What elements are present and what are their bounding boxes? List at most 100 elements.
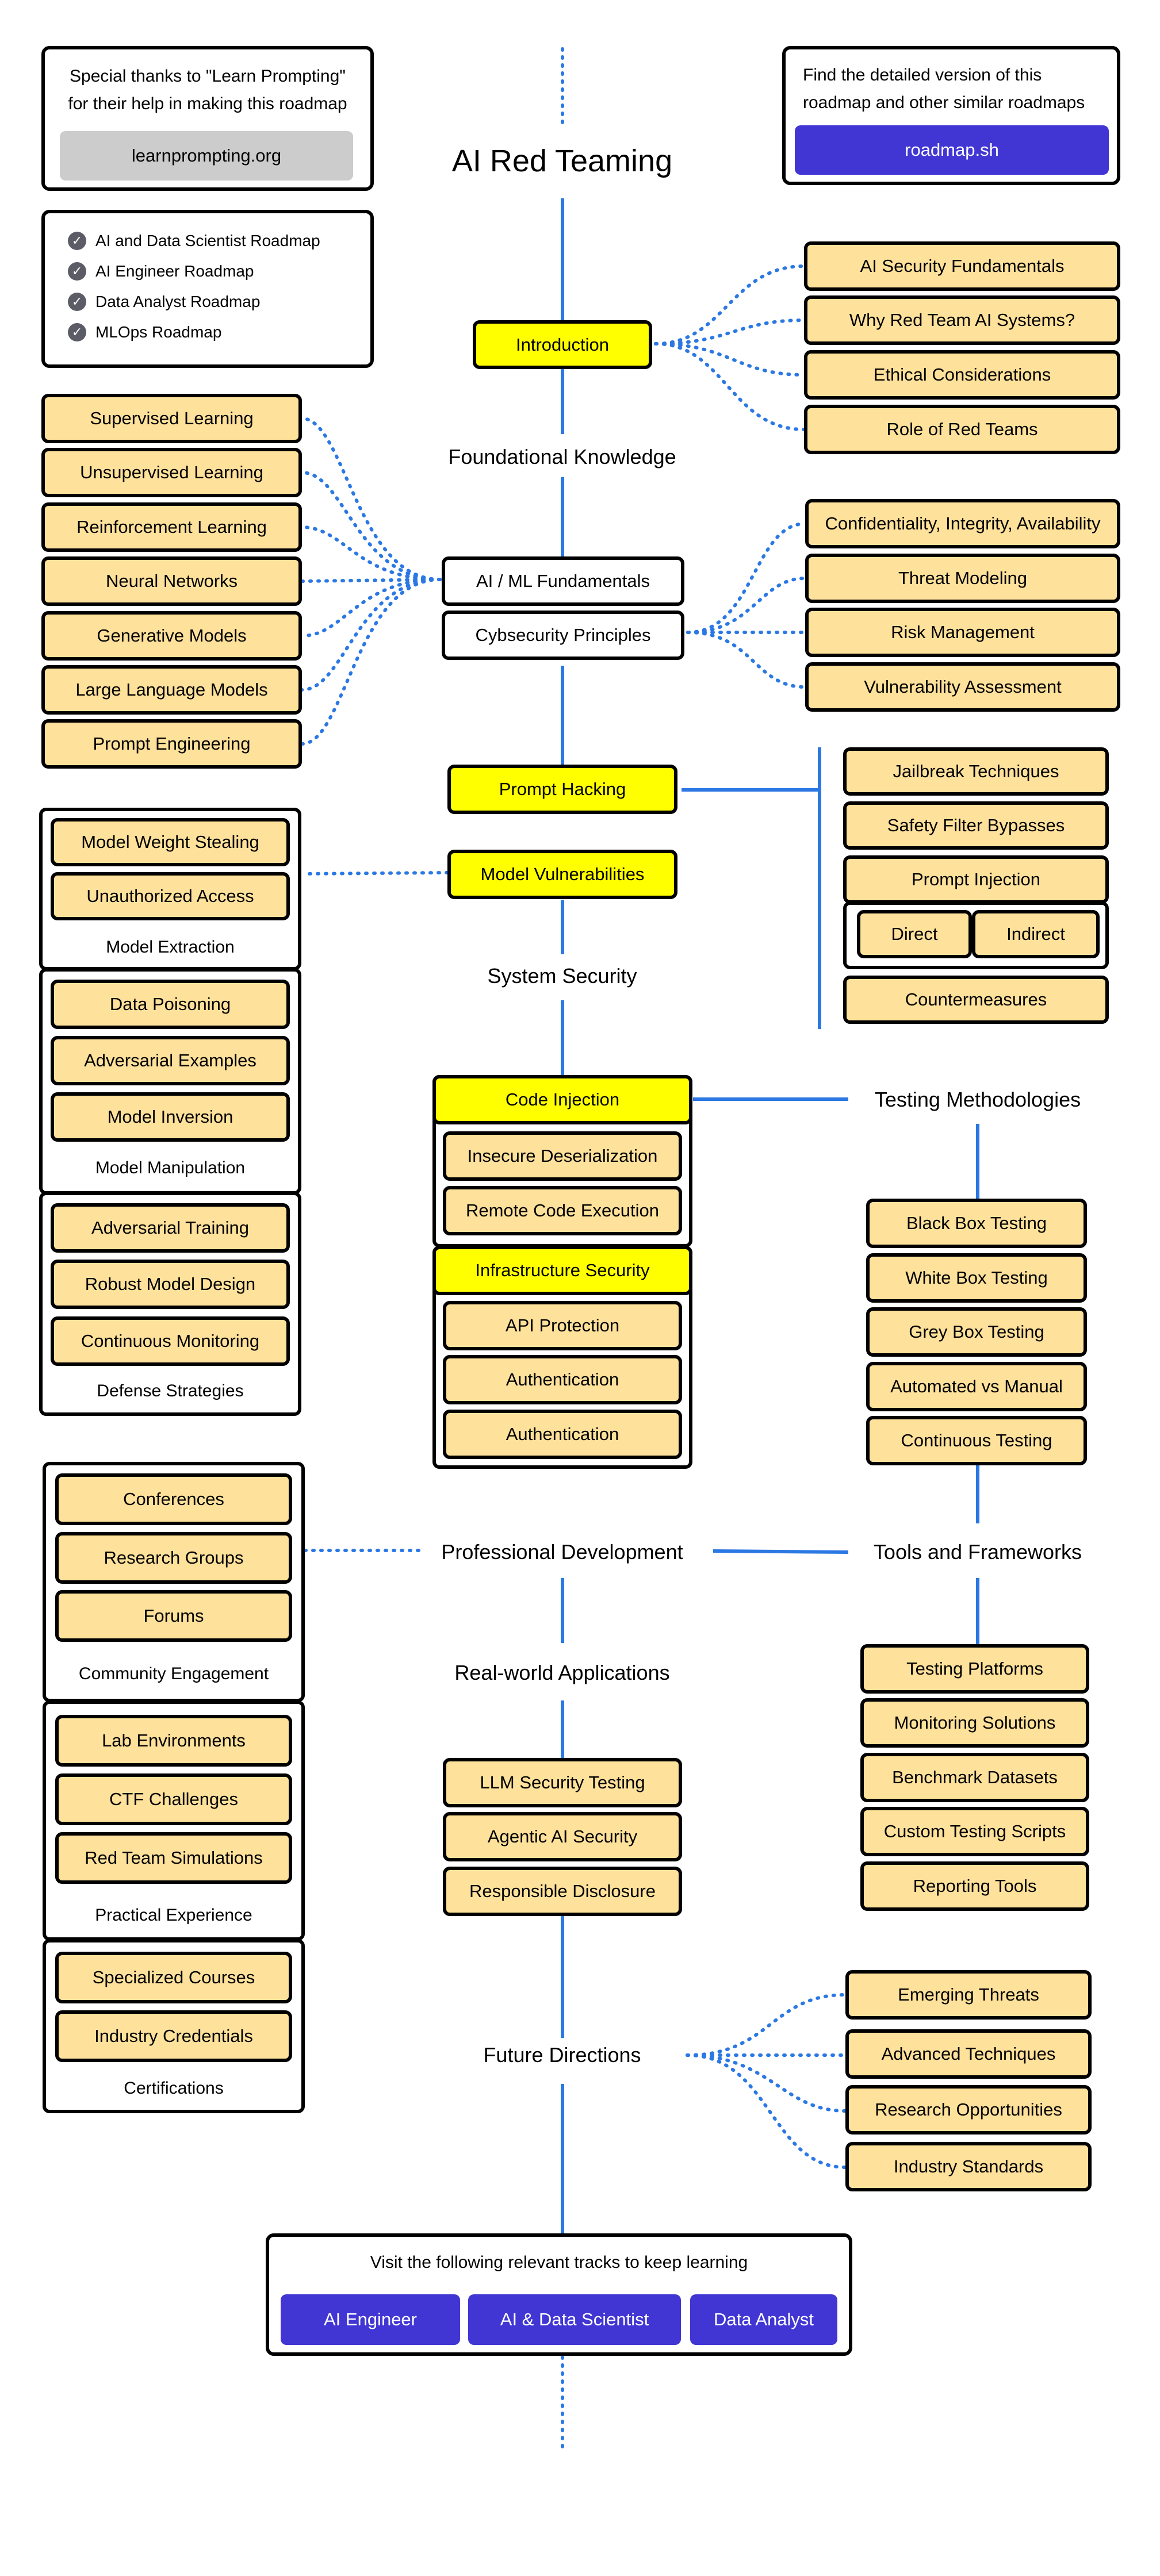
community-item[interactable]: Forums (55, 1590, 292, 1642)
tools-item[interactable]: Custom Testing Scripts (860, 1807, 1089, 1856)
cyber-item[interactable]: Risk Management (805, 608, 1120, 657)
topic-cybersecurity-principles[interactable]: Cybsecurity Principles (442, 611, 684, 660)
tools-item[interactable]: Monitoring Solutions (860, 1698, 1089, 1748)
prompt-injection-indirect[interactable]: Indirect (972, 910, 1100, 958)
track-ai-engineer-button[interactable]: AI Engineer (281, 2294, 460, 2345)
defense-strategies-group (39, 1192, 301, 1416)
related-roadmap-item[interactable]: ✓AI Engineer Roadmap (68, 262, 254, 281)
tools-item[interactable]: Reporting Tools (860, 1861, 1089, 1911)
ml-item[interactable]: Prompt Engineering (41, 719, 302, 769)
intro-item[interactable]: Why Red Team AI Systems? (804, 295, 1120, 345)
track-data-analyst-button[interactable]: Data Analyst (690, 2294, 837, 2345)
cyber-item[interactable]: Threat Modeling (805, 554, 1120, 603)
prompt-hacking-item[interactable]: Safety Filter Bypasses (843, 801, 1109, 850)
ml-item[interactable]: Neural Networks (41, 556, 302, 606)
node-label: AI / ML Fundamentals (476, 571, 650, 592)
cyber-item[interactable]: Vulnerability Assessment (805, 662, 1120, 712)
footer-box: Visit the following relevant tracks to k… (266, 2233, 852, 2356)
topic-infrastructure-security[interactable]: Infrastructure Security (432, 1246, 692, 1295)
future-item[interactable]: Advanced Techniques (845, 2029, 1092, 2079)
node-label: Unsupervised Learning (80, 462, 263, 483)
model-manipulation-item[interactable]: Adversarial Examples (51, 1036, 290, 1085)
related-roadmap-item[interactable]: ✓AI and Data Scientist Roadmap (68, 232, 320, 250)
prompt-injection-direct[interactable]: Direct (857, 910, 972, 958)
topic-code-injection[interactable]: Code Injection (432, 1075, 692, 1124)
future-item[interactable]: Emerging Threats (845, 1970, 1092, 2020)
practical-item[interactable]: Red Team Simulations (55, 1832, 292, 1884)
infra-item[interactable]: API Protection (443, 1301, 682, 1350)
node-label: Grey Box Testing (909, 1322, 1044, 1342)
thanks-text-line2: for their help in making this roadmap (68, 94, 347, 113)
practical-item[interactable]: Lab Environments (55, 1715, 292, 1767)
node-label: Adversarial Training (91, 1218, 249, 1238)
model-manipulation-item[interactable]: Data Poisoning (51, 980, 290, 1029)
roadmap-sh-button[interactable]: roadmap.sh (795, 125, 1109, 175)
testing-item[interactable]: White Box Testing (866, 1253, 1087, 1303)
ml-item[interactable]: Reinforcement Learning (41, 502, 302, 552)
node-label: Reinforcement Learning (76, 517, 267, 538)
node-label: AI Security Fundamentals (860, 256, 1065, 277)
code-injection-item[interactable]: Insecure Deserialization (443, 1131, 682, 1181)
intro-item[interactable]: Ethical Considerations (804, 350, 1120, 400)
prompt-injection[interactable]: Prompt Injection (843, 855, 1109, 904)
topic-prompt-hacking[interactable]: Prompt Hacking (447, 765, 677, 814)
model-extraction-item[interactable]: Model Weight Stealing (51, 818, 290, 866)
model-extraction-item[interactable]: Unauthorized Access (51, 872, 290, 920)
learnprompting-button[interactable]: learnprompting.org (60, 131, 353, 181)
code-injection-item[interactable]: Remote Code Execution (443, 1186, 682, 1235)
intro-item[interactable]: Role of Red Teams (804, 405, 1120, 454)
ml-item[interactable]: Generative Models (41, 611, 302, 661)
prompt-hacking-item[interactable]: Countermeasures (843, 976, 1109, 1024)
defense-strategy-item[interactable]: Robust Model Design (51, 1260, 290, 1309)
related-roadmap-item[interactable]: ✓MLOps Roadmap (68, 323, 221, 341)
testing-item[interactable]: Continuous Testing (866, 1416, 1087, 1465)
topic-ai-ml-fundamentals[interactable]: AI / ML Fundamentals (442, 556, 684, 606)
practical-item[interactable]: CTF Challenges (55, 1773, 292, 1825)
section-foundational-knowledge: Foundational Knowledge (448, 445, 676, 469)
node-label: Industry Credentials (94, 2026, 253, 2047)
related-roadmap-label: Data Analyst Roadmap (95, 293, 261, 310)
node-label: Red Team Simulations (85, 1848, 263, 1868)
ml-item[interactable]: Large Language Models (41, 665, 302, 715)
community-item[interactable]: Conferences (55, 1473, 292, 1525)
tools-item[interactable]: Testing Platforms (860, 1644, 1089, 1694)
section-real-world-applications: Real-world Applications (454, 1661, 670, 1684)
infra-item[interactable]: Authentication (443, 1410, 682, 1459)
model-extraction-label: Model Extraction (106, 938, 235, 957)
certifications-group (43, 1939, 305, 2113)
testing-item[interactable]: Grey Box Testing (866, 1307, 1087, 1357)
realworld-item[interactable]: Agentic AI Security (443, 1812, 682, 1861)
testing-item[interactable]: Black Box Testing (866, 1199, 1087, 1248)
node-label: Continuous Testing (901, 1430, 1052, 1451)
tools-item[interactable]: Benchmark Datasets (860, 1753, 1089, 1802)
model-manipulation-item[interactable]: Model Inversion (51, 1092, 290, 1142)
ml-item[interactable]: Unsupervised Learning (41, 448, 302, 497)
realworld-item[interactable]: LLM Security Testing (443, 1758, 682, 1807)
defense-strategy-item[interactable]: Continuous Monitoring (51, 1316, 290, 1366)
testing-item[interactable]: Automated vs Manual (866, 1362, 1087, 1411)
topic-model-vulnerabilities[interactable]: Model Vulnerabilities (447, 850, 677, 899)
infra-item[interactable]: Authentication (443, 1355, 682, 1404)
ml-item[interactable]: Supervised Learning (41, 394, 302, 443)
node-label: Role of Red Teams (886, 419, 1038, 440)
node-label: Lab Environments (102, 1730, 246, 1751)
node-label: Research Opportunities (875, 2099, 1062, 2120)
topic-introduction[interactable]: Introduction (473, 320, 652, 369)
defense-strategy-item[interactable]: Adversarial Training (51, 1203, 290, 1253)
certification-item[interactable]: Industry Credentials (55, 2010, 292, 2062)
related-roadmap-label: MLOps Roadmap (95, 323, 222, 341)
related-roadmap-item[interactable]: ✓Data Analyst Roadmap (68, 293, 260, 311)
node-label: Insecure Deserialization (467, 1146, 658, 1166)
realworld-item[interactable]: Responsible Disclosure (443, 1867, 682, 1916)
node-label: Generative Models (97, 625, 247, 646)
future-item[interactable]: Industry Standards (845, 2142, 1092, 2191)
certification-item[interactable]: Specialized Courses (55, 1952, 292, 2003)
cyber-item[interactable]: Confidentiality, Integrity, Availability (805, 499, 1120, 548)
intro-item[interactable]: AI Security Fundamentals (804, 241, 1120, 291)
track-ai-data-scientist-button[interactable]: AI & Data Scientist (468, 2294, 681, 2345)
future-item[interactable]: Research Opportunities (845, 2085, 1092, 2134)
community-item[interactable]: Research Groups (55, 1532, 292, 1584)
node-label: Prompt Engineering (93, 734, 251, 754)
prompt-hacking-item[interactable]: Jailbreak Techniques (843, 747, 1109, 796)
practical-experience-label: Practical Experience (95, 1906, 252, 1925)
